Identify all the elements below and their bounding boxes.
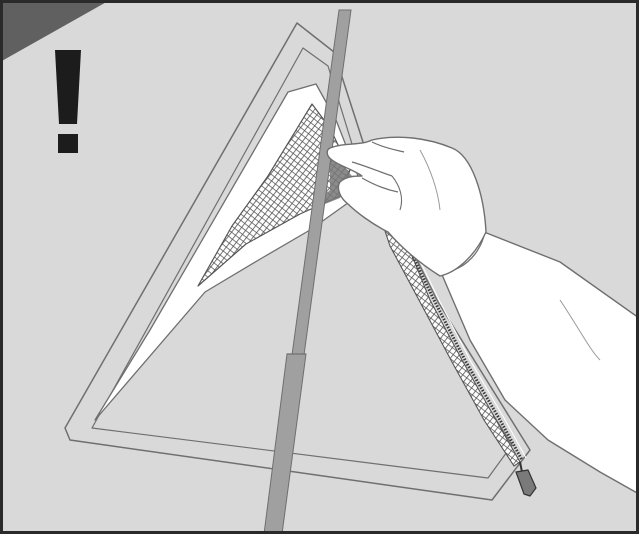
warning-exclamation-icon <box>55 50 81 153</box>
